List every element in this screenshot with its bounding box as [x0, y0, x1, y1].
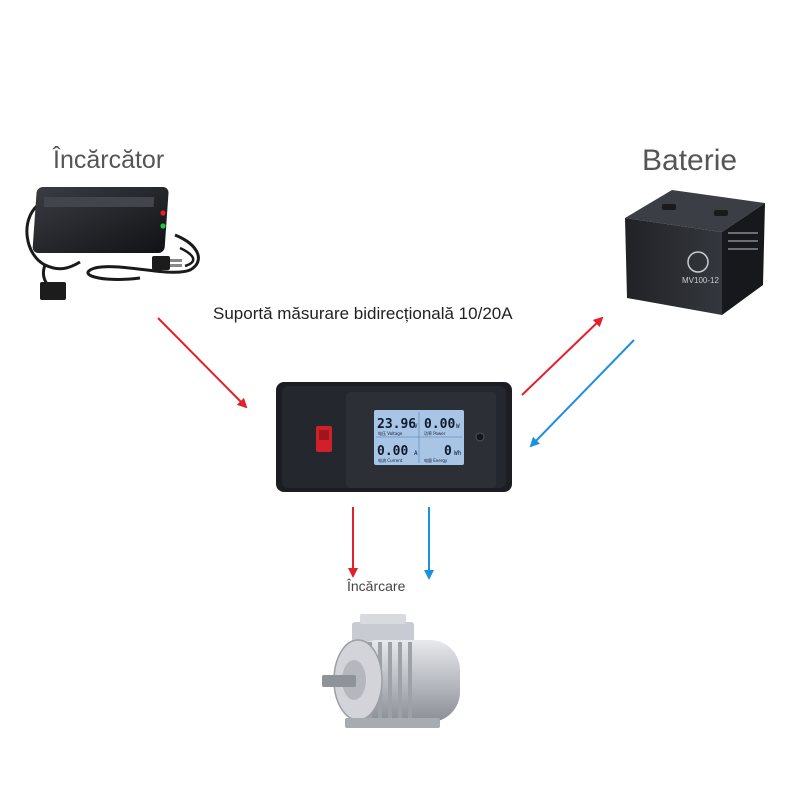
- battery-label: Baterie: [642, 144, 738, 177]
- voltage-unit: V: [414, 423, 418, 430]
- battery-image: MV100-12: [625, 190, 765, 315]
- power-value: 0.00: [424, 417, 455, 432]
- energy-unit: Wh: [454, 450, 462, 457]
- meter-button[interactable]: [475, 432, 485, 442]
- power-label: 功率 Power: [424, 430, 446, 436]
- power-unit: W: [456, 423, 460, 430]
- current-label: 电流 Current: [378, 457, 403, 463]
- charger-image: [25, 187, 200, 300]
- voltage-label: 电压 Voltage: [378, 430, 403, 436]
- charger-label: Încărcător: [53, 146, 165, 174]
- meter-device: 23.96 V 0.00 W 电压 Voltage 功率 Power 0.00 …: [276, 382, 512, 492]
- bidirectional-caption: Suportă măsurare bidirecțională 10/20A: [213, 304, 513, 323]
- switch-icon: [319, 430, 329, 440]
- voltage-value: 23.96: [377, 417, 416, 432]
- battery-model-text: MV100-12: [682, 276, 719, 285]
- arrow-battery-to-meter: [529, 339, 635, 448]
- energy-value: 0: [444, 444, 452, 459]
- current-value: 0.00: [377, 444, 408, 459]
- load-label: Încărcare: [347, 578, 406, 594]
- arrow-meter-to-battery: [521, 316, 604, 396]
- current-unit: A: [414, 450, 418, 457]
- motor-image: [322, 614, 460, 728]
- energy-label: 电量 Energy: [424, 457, 448, 463]
- arrow-charger-to-meter: [157, 317, 248, 409]
